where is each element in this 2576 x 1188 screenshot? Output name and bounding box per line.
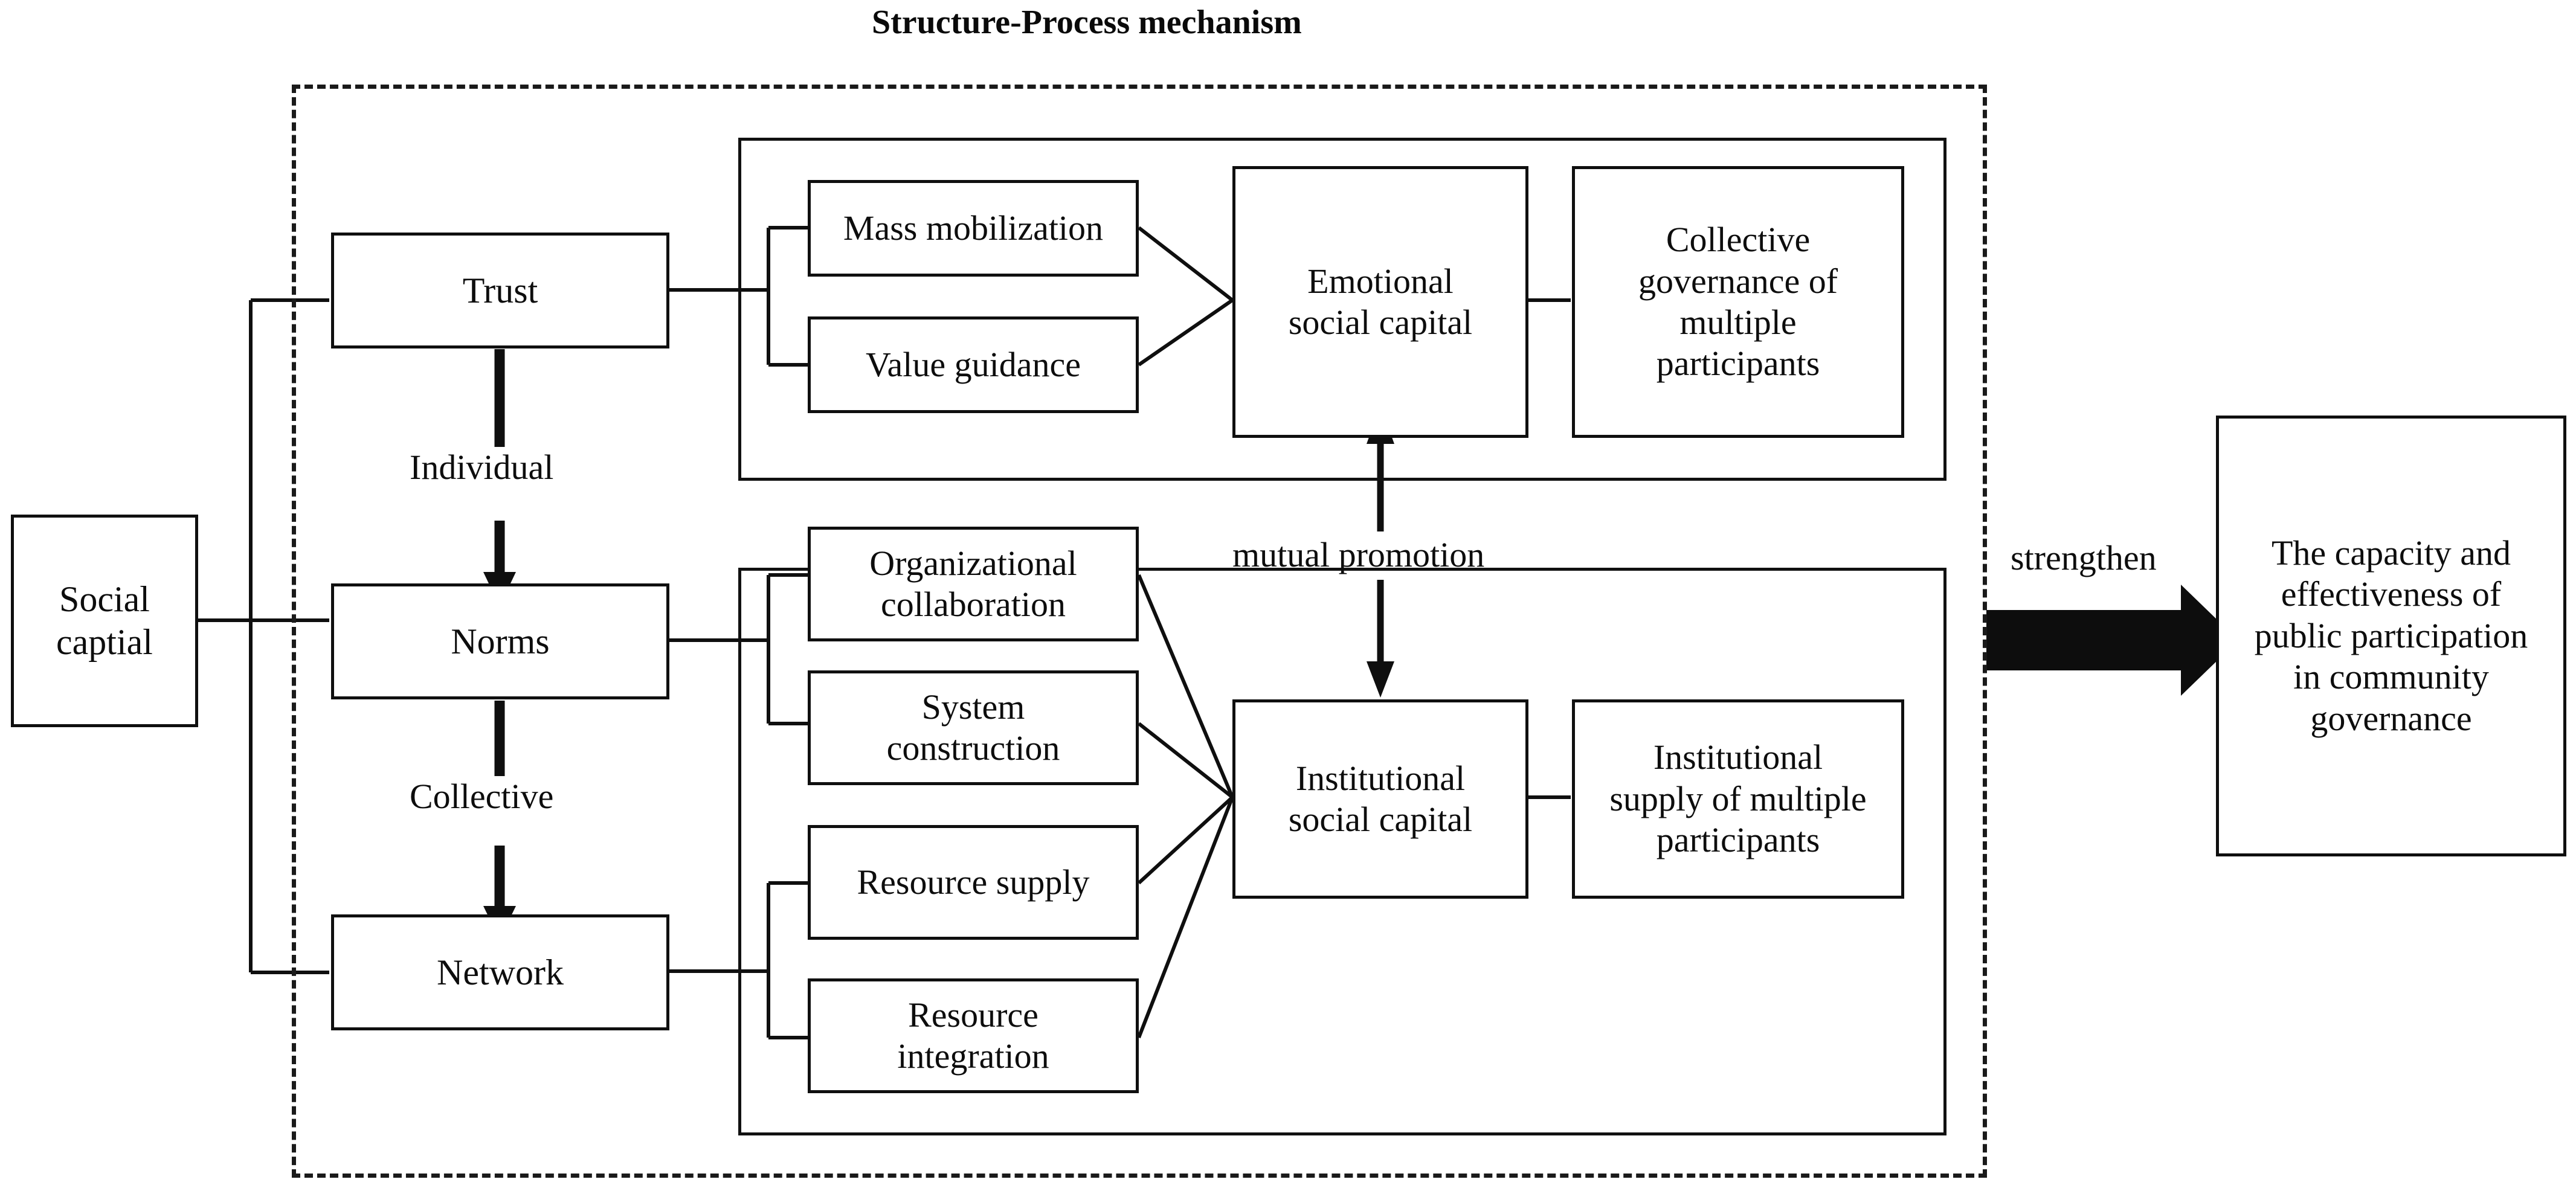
node-result-line-2: effectiveness of (2281, 574, 2502, 614)
node-system-construction-line-1: System (921, 687, 1025, 727)
node-value-guidance: Value guidance (808, 316, 1139, 413)
node-organizational-collaboration: Organizational collaboration (808, 527, 1139, 641)
structure-process-boundary (292, 85, 1987, 1178)
node-trust: Trust (331, 233, 669, 348)
node-norms-label: Norms (451, 621, 550, 661)
node-institutional-social-capital: Institutional social capital (1232, 699, 1528, 899)
emotional-panel (738, 138, 1946, 481)
norms-branch-lines (669, 573, 810, 725)
node-collective-governance-line-2: governance of (1638, 261, 1838, 301)
node-institutional-supply: Institutional supply of multiple partici… (1572, 699, 1904, 899)
node-result-line-4: in community (2293, 657, 2489, 697)
node-system-construction-line-2: construction (886, 728, 1060, 768)
node-network-label: Network (437, 952, 564, 992)
node-organizational-collaboration-line-1: Organizational (869, 543, 1077, 583)
node-emotional-social-capital-line-2: social capital (1288, 303, 1473, 342)
social-capital-branch-lines (198, 298, 329, 974)
node-emotional-social-capital-line-1: Emotional (1307, 261, 1454, 301)
node-social-capital: Social captial (11, 515, 198, 727)
node-institutional-supply-line-1: Institutional (1653, 737, 1823, 777)
institutional-convergence-lines (1137, 574, 1234, 1039)
node-result-line-1: The capacity and (2271, 533, 2511, 573)
node-resource-integration: Resource integration (808, 978, 1139, 1093)
node-mass-mobilization-label: Mass mobilization (843, 208, 1104, 248)
node-result-line-5: governance (2310, 698, 2472, 738)
node-result-capacity-effectiveness: The capacity and effectiveness of public… (2216, 416, 2566, 856)
node-trust-label: Trust (462, 270, 538, 310)
node-institutional-social-capital-line-2: social capital (1288, 800, 1473, 839)
emotional-convergence-lines (1138, 226, 1234, 367)
node-resource-integration-line-2: integration (897, 1036, 1049, 1076)
node-resource-supply-line-1: Resource supply (857, 862, 1090, 902)
network-branch-lines (669, 881, 810, 1039)
node-mass-mobilization: Mass mobilization (808, 180, 1139, 277)
strengthen-arrow (1986, 585, 2238, 696)
node-resource-integration-line-1: Resource (908, 995, 1038, 1035)
trust-branch-lines (669, 226, 810, 367)
node-collective-governance-line-4: participants (1656, 344, 1820, 384)
node-institutional-supply-line-3: participants (1656, 820, 1820, 860)
label-collective: Collective (410, 777, 554, 816)
node-result-line-3: public participation (2254, 615, 2528, 655)
node-network: Network (331, 914, 669, 1030)
node-value-guidance-label: Value guidance (866, 344, 1081, 384)
label-individual: Individual (410, 448, 554, 487)
node-norms: Norms (331, 583, 669, 699)
node-institutional-social-capital-line-1: Institutional (1295, 758, 1466, 798)
node-social-capital-label: Social captial (56, 579, 153, 662)
institutional-panel (738, 568, 1946, 1135)
node-collective-governance: Collective governance of multiple partic… (1572, 166, 1904, 438)
node-institutional-supply-line-2: supply of multiple (1609, 779, 1867, 818)
label-mutual-promotion: mutual promotion (1232, 535, 1485, 574)
node-organizational-collaboration-line-2: collaboration (880, 585, 1066, 624)
node-system-construction: System construction (808, 670, 1139, 785)
node-emotional-social-capital: Emotional social capital (1232, 166, 1528, 438)
diagram-title: Structure-Process mechanism (872, 4, 1302, 41)
label-strengthen: strengthen (2011, 538, 2157, 577)
node-collective-governance-line-1: Collective (1666, 220, 1811, 260)
node-resource-supply: Resource supply (808, 825, 1139, 940)
node-collective-governance-line-3: multiple (1679, 303, 1797, 342)
